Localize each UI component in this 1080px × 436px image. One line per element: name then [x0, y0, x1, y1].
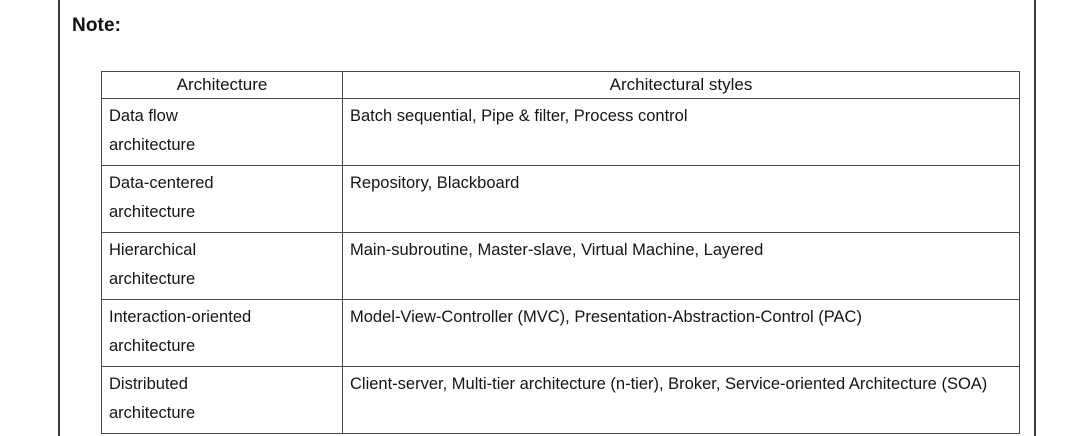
- table-row: Data flow architecture Batch sequential,…: [101, 98, 1020, 166]
- architecture-line-2: architecture: [109, 404, 196, 422]
- cell-styles: Model-View-Controller (MVC), Presentatio…: [342, 299, 1020, 367]
- cell-styles: Repository, Blackboard: [342, 165, 1020, 233]
- cell-styles: Main-subroutine, Master-slave, Virtual M…: [342, 232, 1020, 300]
- table-row: Distributed architecture Client-server, …: [101, 366, 1020, 434]
- architecture-line-1: Hierarchical: [109, 241, 197, 259]
- cell-styles: Client-server, Multi-tier architecture (…: [342, 366, 1020, 434]
- styles-text: Client-server, Multi-tier architecture (…: [350, 375, 988, 393]
- architecture-line-2: architecture: [109, 270, 196, 288]
- cell-architecture: Hierarchical architecture: [101, 232, 343, 300]
- architecture-line-2: architecture: [109, 203, 196, 221]
- cell-architecture: Data-centered architecture: [101, 165, 343, 233]
- architecture-styles-table: Architecture Architectural styles Data f…: [101, 71, 1020, 434]
- styles-text: Model-View-Controller (MVC), Presentatio…: [350, 308, 862, 326]
- note-label: Note:: [72, 15, 122, 36]
- architecture-line-1: Interaction-oriented: [109, 308, 252, 326]
- cell-styles: Batch sequential, Pipe & filter, Process…: [342, 98, 1020, 166]
- page-border-left: [58, 0, 60, 436]
- architecture-line-2: architecture: [109, 136, 196, 154]
- page-border-right: [1034, 0, 1036, 436]
- table-row: Hierarchical architecture Main-subroutin…: [101, 232, 1020, 300]
- table-row: Interaction-oriented architecture Model-…: [101, 299, 1020, 367]
- styles-text: Main-subroutine, Master-slave, Virtual M…: [350, 241, 764, 259]
- architecture-line-1: Data flow: [109, 107, 178, 125]
- styles-text: Repository, Blackboard: [350, 174, 520, 192]
- cell-architecture: Interaction-oriented architecture: [101, 299, 343, 367]
- column-header-architecture: Architecture: [101, 71, 343, 99]
- column-header-architectural-styles: Architectural styles: [342, 71, 1020, 99]
- document-body: Note: Architecture Architectural styles …: [70, 0, 1030, 436]
- styles-text: Batch sequential, Pipe & filter, Process…: [350, 107, 688, 125]
- architecture-line-1: Data-centered: [109, 174, 214, 192]
- architecture-line-1: Distributed: [109, 375, 188, 393]
- architecture-line-2: architecture: [109, 337, 196, 355]
- table-header-row: Architecture Architectural styles: [101, 71, 1020, 99]
- cell-architecture: Distributed architecture: [101, 366, 343, 434]
- table-row: Data-centered architecture Repository, B…: [101, 165, 1020, 233]
- cell-architecture: Data flow architecture: [101, 98, 343, 166]
